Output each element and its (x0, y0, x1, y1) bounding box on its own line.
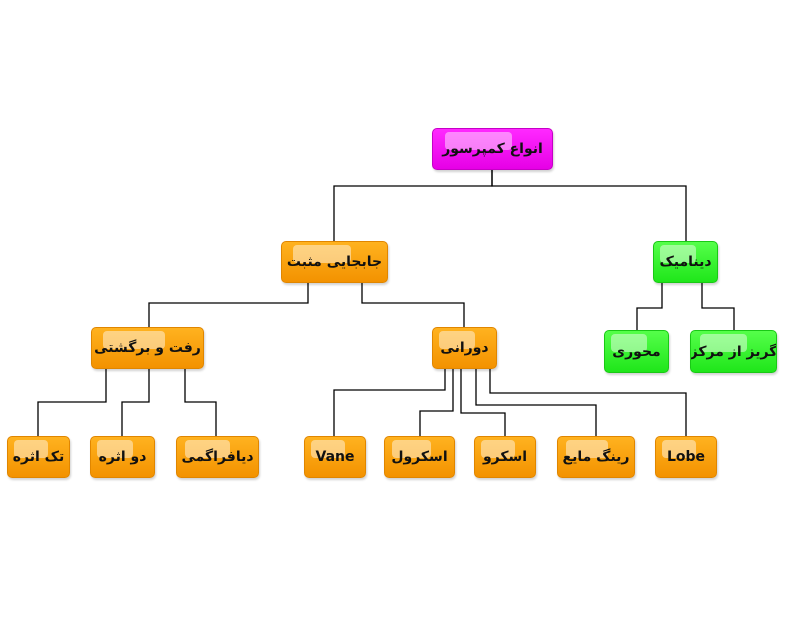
connector-root-dynamic (491, 170, 687, 241)
node-rotary: دورانی (432, 327, 497, 369)
node-vane: Vane (304, 436, 366, 478)
node-scroll-label: اسکرول (391, 449, 448, 465)
node-reciprocating-label: رفت و برگشتی (94, 340, 201, 356)
node-axial-label: محوری (612, 343, 661, 360)
node-screw: اسکرو (474, 436, 536, 478)
connector-rotary-to-vane (333, 369, 446, 436)
node-positive-displacement-label: جابجایی مثبت (286, 254, 383, 270)
node-single-acting: تک اثره (7, 436, 70, 478)
connector-root-positive-displacement (333, 170, 493, 241)
node-compressor-types-label: انواع کمپرسور (442, 141, 543, 157)
connector-rotary-to-screw (460, 369, 506, 436)
node-centrifugal-label: گریز از مرکز (690, 343, 777, 360)
node-centrifugal: گریز از مرکز (690, 330, 777, 373)
node-double-acting: دو اثره (90, 436, 155, 478)
node-diaphragm: دیافراگمی (176, 436, 259, 478)
connector-reciprocating-to-diaphragm (184, 369, 217, 436)
node-dynamic-label: دینامیک (659, 254, 712, 270)
connector-reciprocating-to-single-acting (37, 369, 107, 436)
node-screw-label: اسکرو (482, 449, 528, 465)
connector-reciprocating-to-double-acting (121, 369, 150, 436)
node-axial: محوری (604, 330, 669, 373)
connector-rotary-to-liquid-ring (475, 369, 597, 436)
node-single-acting-label: تک اثره (12, 449, 65, 465)
node-dynamic: دینامیک (653, 241, 718, 283)
connector-positive-to-reciprocating (148, 283, 309, 327)
node-compressor-types: انواع کمپرسور (432, 128, 553, 170)
node-liquid-ring: رینگ مایع (557, 436, 635, 478)
node-double-acting-label: دو اثره (98, 449, 147, 465)
connector-dynamic-to-centrifugal (701, 283, 735, 330)
node-liquid-ring-label: رینگ مایع (562, 449, 630, 465)
node-lobe-label: Lobe (666, 449, 706, 465)
node-diaphragm-label: دیافراگمی (181, 449, 254, 465)
connector-dynamic-to-axial (636, 283, 663, 330)
node-scroll: اسکرول (384, 436, 455, 478)
node-positive-displacement: جابجایی مثبت (281, 241, 388, 283)
connector-rotary-to-lobe (489, 369, 687, 436)
node-lobe: Lobe (655, 436, 717, 478)
node-vane-label: Vane (315, 449, 355, 465)
connector-positive-to-rotary (361, 283, 465, 327)
node-reciprocating: رفت و برگشتی (91, 327, 204, 369)
node-rotary-label: دورانی (440, 340, 489, 356)
connector-rotary-to-scroll (419, 369, 454, 436)
